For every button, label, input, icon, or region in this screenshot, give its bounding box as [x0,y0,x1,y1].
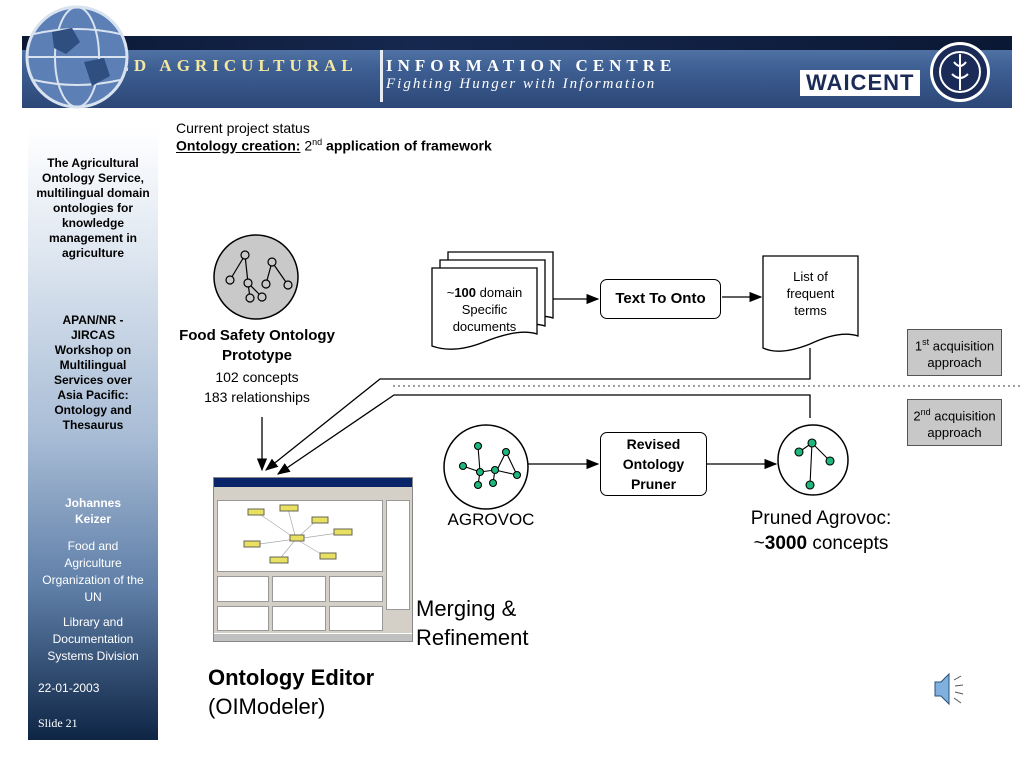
sidebar-date: 22-01-2003 [38,681,100,695]
acq2-ordinal: nd [920,407,931,417]
fao-logo-icon [930,42,990,102]
merging-line2: Refinement [416,625,529,650]
thumb-pane-f [329,606,383,631]
docs-line3: documents [452,319,517,334]
terms-line1: List of [793,269,828,284]
fso-title: Food Safety Ontology Prototype [179,327,335,364]
page-title: Ontology creation: 2nd application of fr… [176,137,492,154]
pruner-line1: Revised [626,436,681,452]
acq1-number: 1 [914,338,923,354]
fso-relationships: 183 relationships [204,389,310,405]
thumb-titlebar [214,478,412,487]
editor-title: Ontology Editor [208,665,375,690]
sidebar-topic: The Agricultural Ontology Service, multi… [36,156,150,260]
agrovoc-graph-icon [443,424,529,510]
docs-count: 100 [454,285,477,300]
sidebar-division: Library and Documentation Systems Divisi… [47,615,139,663]
terms-list-shape [762,255,859,352]
thumb-side-pane [386,500,410,610]
speaker-icon[interactable] [934,672,964,706]
pruned-rest: concepts [812,533,889,554]
sidebar-slide-number: Slide 21 [38,716,78,730]
pruned-graph-icon [777,424,849,496]
sidebar-author: Johannes Keizer [64,496,121,526]
thumb-taskbar [214,633,412,641]
terms-list-label: List of frequent terms [763,268,858,319]
heading-ordinal: nd [312,137,323,147]
thumb-pane-d [217,606,269,631]
globe-icon [25,5,129,109]
fso-graph-icon [213,234,299,320]
waicent-logo: WAICENT [800,70,921,96]
docs-line2: Specific [461,302,508,317]
pruned-line1: Pruned Agrovoc: [750,508,892,529]
pruned-count: 3000 [764,533,808,554]
docs-rest: domain [479,285,523,300]
acq2-number: 2 [913,408,921,424]
thumb-pane-b [272,576,326,602]
acquisition-approach-2: 2nd acquisition approach [907,399,1002,446]
sidebar-org: Food and Agriculture Organization of the… [42,539,144,604]
sidebar-workshop: APAN/NR - JIRCAS Workshop on Multilingua… [53,313,133,432]
sidebar: The Agricultural Ontology Service, multi… [28,128,158,740]
banner-top-stripe [22,36,1012,50]
thumb-pane-a [217,576,269,602]
pruned-prefix: ~ [753,533,765,554]
pruner-line2: Ontology [622,456,685,472]
merging-label: Merging & Refinement [416,594,529,652]
acq2-line2: approach [927,425,982,441]
heading-rest: application of framework [326,137,492,154]
editor-subtitle: (OIModeler) [208,694,326,719]
heading-number: 2 [304,137,313,154]
heading-underlined: Ontology creation: [176,137,301,154]
acquisition-approach-1: 1st acquisition approach [907,329,1002,376]
status-label: Current project status [176,120,310,136]
documents-stack-icon [431,251,554,350]
acq1-line2: approach [927,355,982,371]
thumb-graph-pane [217,500,383,572]
pruner-line3: Pruner [630,476,677,492]
thumb-pane-e [272,606,326,631]
banner-subtitle: Fighting Hunger with Information [386,76,657,92]
terms-line2: frequent [786,286,835,301]
ontology-editor-screenshot [213,477,413,642]
banner: WORLD AGRICULTURAL INFORMATION CENTRE Fi… [0,0,1024,118]
terms-line3: terms [794,303,827,318]
banner-title-left: WORLD AGRICULTURAL [60,56,358,75]
thumb-pane-c [329,576,383,602]
acq1-rest: acquisition [932,338,995,354]
text-to-onto-box: Text To Onto [600,279,721,319]
merging-line1: Merging & [416,596,517,621]
docs-label: ~100 domain Specific documents [432,284,537,335]
banner-separator [380,50,383,102]
acq2-rest: acquisition [934,408,996,424]
fso-concepts: 102 concepts [215,369,299,385]
acq1-ordinal: st [922,337,930,347]
pruned-agrovoc-label: Pruned Agrovoc: ~3000 concepts [730,506,912,556]
revised-ontology-pruner-box: Revised Ontology Pruner [600,432,707,496]
banner-title-right: INFORMATION CENTRE [386,56,677,75]
docs-prefix: ~ [446,285,455,300]
agrovoc-label: AGROVOC [447,510,535,529]
thumb-graph [243,504,353,564]
editor-label: Ontology Editor (OIModeler) [208,663,374,721]
